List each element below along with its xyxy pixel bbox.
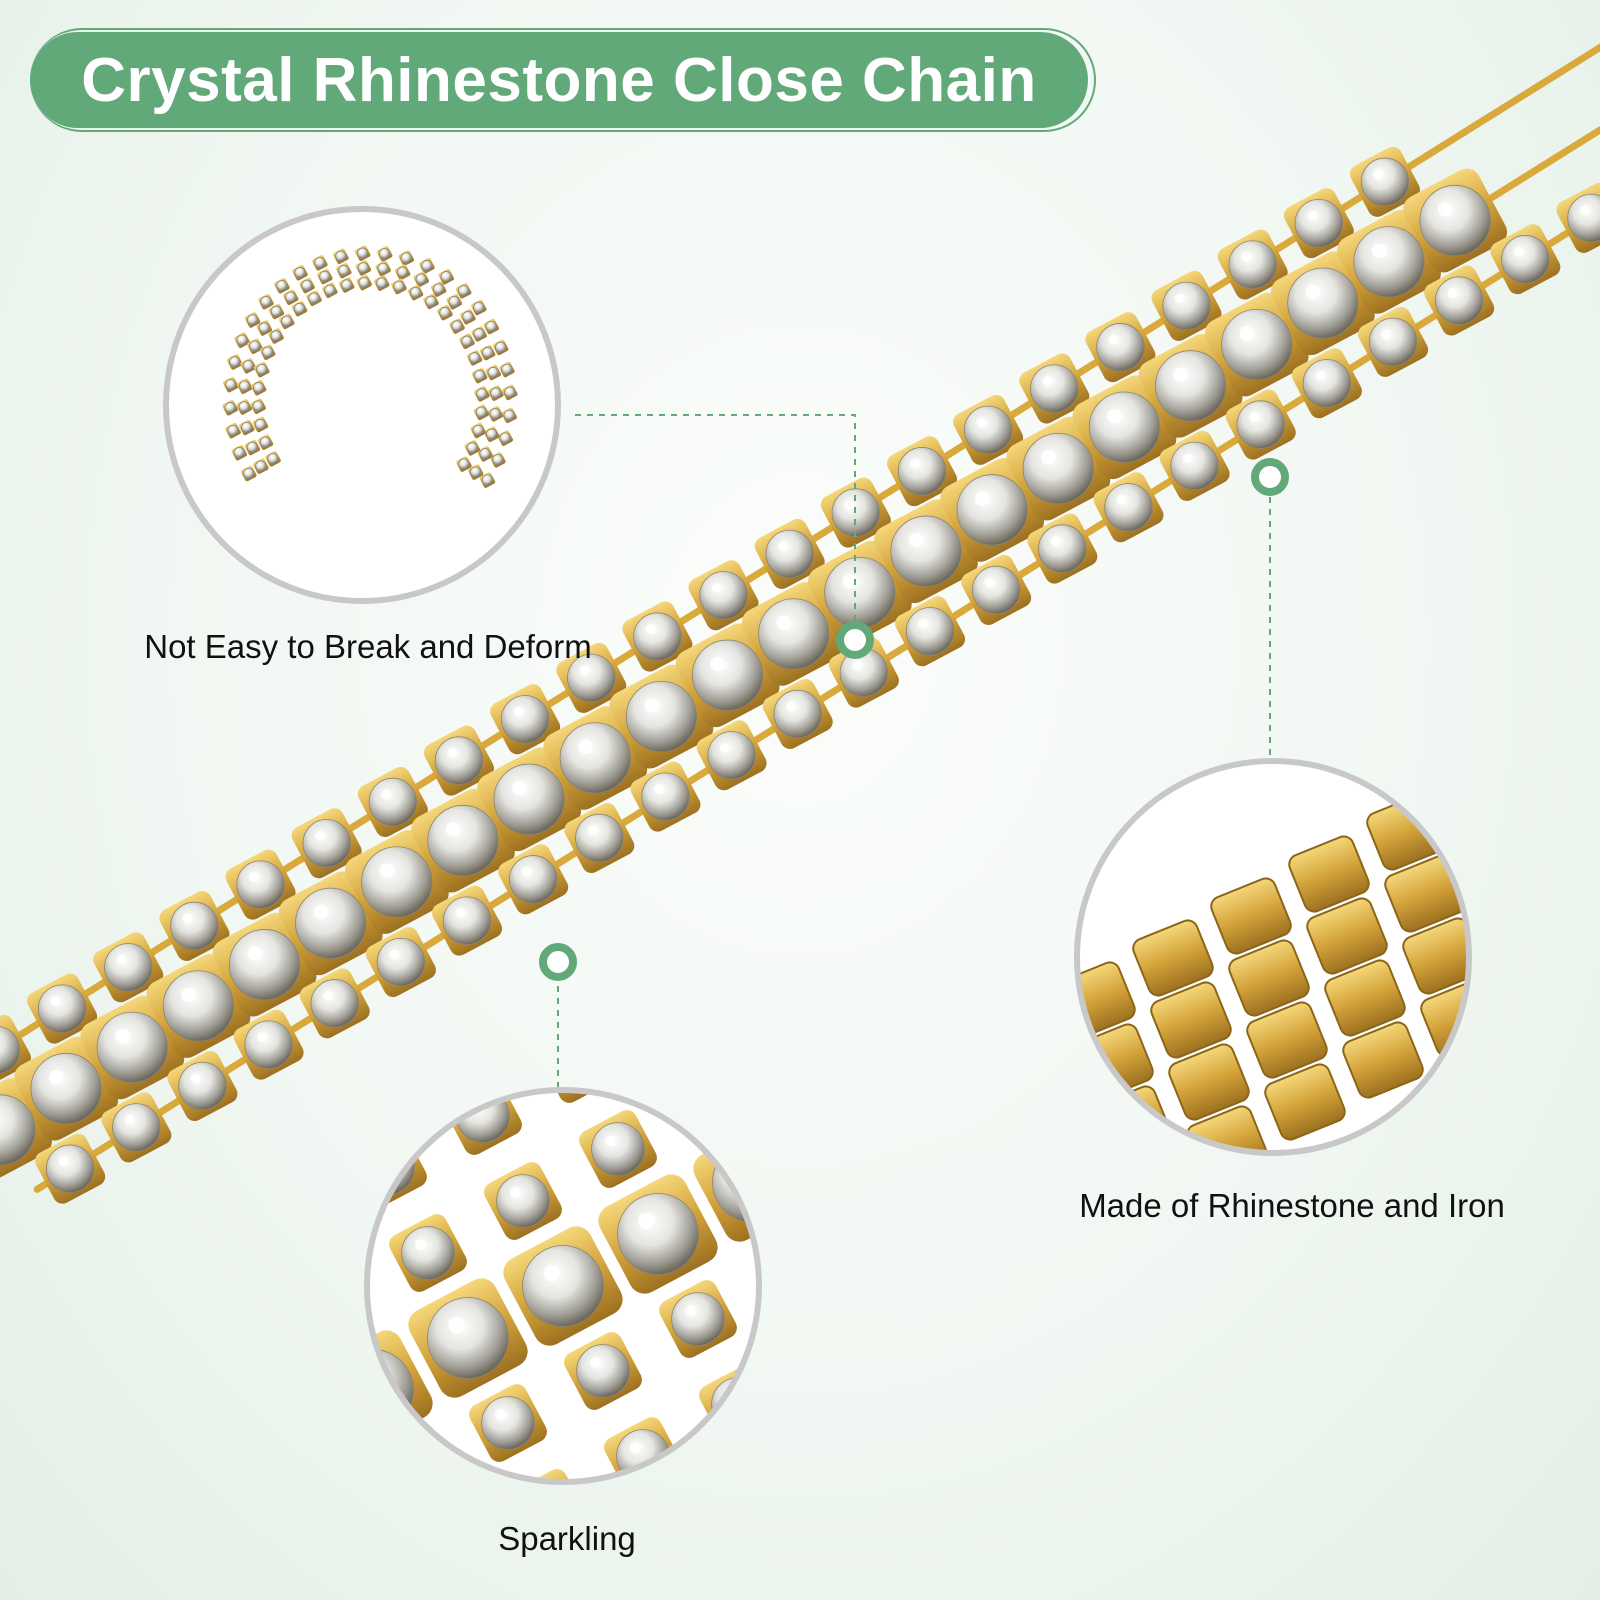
leader-line-1 bbox=[575, 414, 856, 628]
callout-marker-1 bbox=[836, 621, 874, 659]
curved-chain-photo bbox=[163, 206, 561, 604]
title-banner: Crystal Rhinestone Close Chain bbox=[30, 28, 1096, 132]
leader-lines bbox=[557, 414, 1271, 1110]
callout-marker-3 bbox=[539, 943, 577, 981]
callout-marker-2 bbox=[1251, 458, 1289, 496]
title-banner-outline bbox=[30, 28, 1096, 132]
main-chain-photo bbox=[0, 43, 1600, 1204]
feature-caption-3: Sparkling bbox=[498, 1520, 636, 1557]
feature-caption-1: Not Easy to Break and Deform bbox=[144, 628, 592, 665]
chain-back-closeup-photo bbox=[1074, 758, 1472, 1156]
callout-markers bbox=[539, 458, 1289, 981]
page-title: Crystal Rhinestone Close Chain bbox=[81, 45, 1037, 115]
feature-caption-2: Made of Rhinestone and Iron bbox=[1079, 1187, 1505, 1224]
